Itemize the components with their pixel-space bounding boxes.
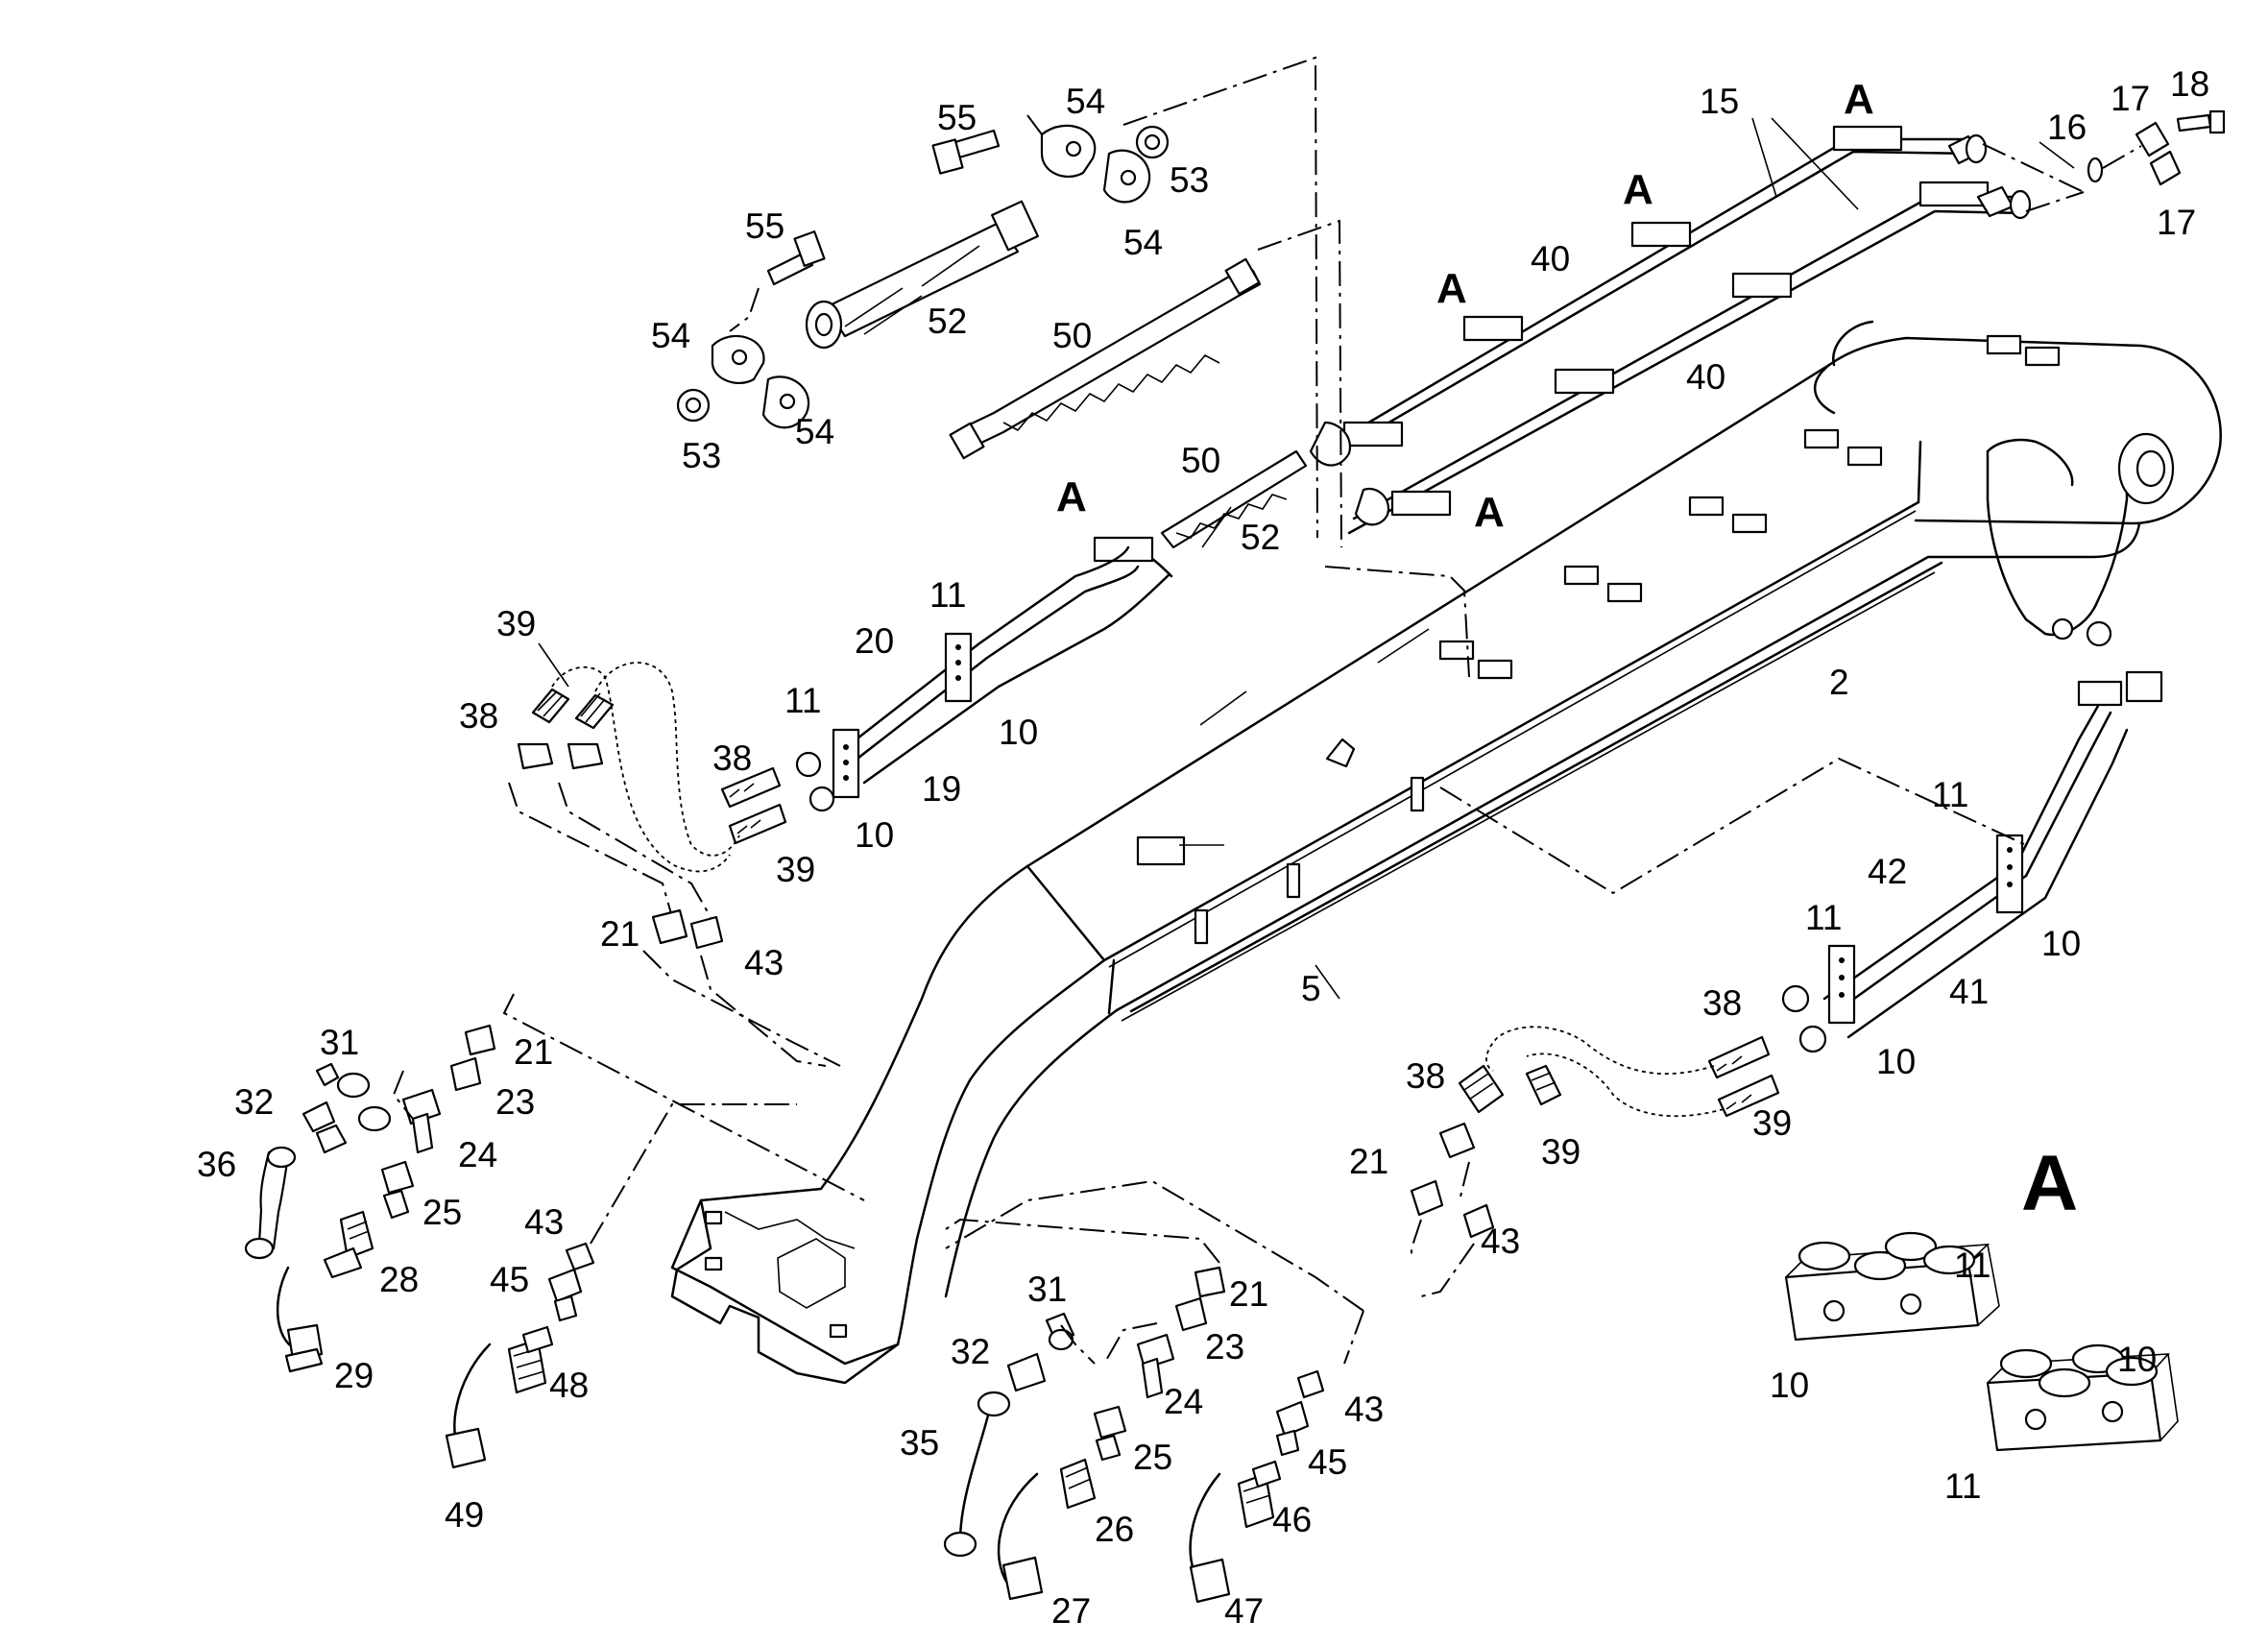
callout-25: 25 xyxy=(422,1193,462,1232)
detail-view-A-clamp xyxy=(1784,1231,2179,1452)
callout-31: 31 xyxy=(1027,1270,1067,1309)
callout-labels: 55 54 53 54 55 52 54 53 54 50 50 52 15 4… xyxy=(197,64,2209,1631)
callout-10: 10 xyxy=(2117,1340,2157,1379)
section-A-markers: A A A A A A xyxy=(1056,76,2078,1227)
callout-36: 36 xyxy=(197,1145,236,1184)
callout-45: 45 xyxy=(490,1260,529,1299)
callout-10: 10 xyxy=(2041,924,2081,963)
callout-24: 24 xyxy=(1164,1382,1203,1421)
callout-46: 46 xyxy=(1272,1500,1312,1539)
callout-53: 53 xyxy=(682,436,721,475)
callout-11: 11 xyxy=(1932,775,1968,814)
leader-lines xyxy=(538,117,2075,1000)
callout-54: 54 xyxy=(1066,82,1105,121)
callout-10: 10 xyxy=(855,815,894,855)
callout-52: 52 xyxy=(928,302,967,341)
callout-55: 55 xyxy=(745,206,784,246)
center-lower-hose-assembly xyxy=(943,1218,1226,1601)
callout-47: 47 xyxy=(1224,1591,1264,1631)
callout-39: 39 xyxy=(496,604,536,643)
callout-15: 15 xyxy=(1700,82,1739,121)
callout-28: 28 xyxy=(379,1260,419,1299)
hose-and-fitting-group xyxy=(676,56,1470,678)
callout-11: 11 xyxy=(1805,898,1842,937)
callout-32: 32 xyxy=(951,1332,990,1371)
callout-23: 23 xyxy=(1205,1327,1244,1367)
callout-24: 24 xyxy=(458,1135,497,1174)
callout-20: 20 xyxy=(855,621,894,661)
callout-17: 17 xyxy=(2111,79,2150,118)
callout-10: 10 xyxy=(1876,1042,1916,1081)
callout-19: 19 xyxy=(922,769,961,809)
callout-21: 21 xyxy=(514,1032,553,1072)
callout-10: 10 xyxy=(1770,1366,1809,1405)
callout-2: 2 xyxy=(1829,663,1849,702)
callout-32: 32 xyxy=(234,1082,274,1122)
callout-5: 5 xyxy=(1301,969,1321,1008)
callout-50: 50 xyxy=(1052,316,1092,355)
detail-view-title: A xyxy=(2021,1140,2078,1227)
callout-43: 43 xyxy=(744,943,784,982)
callout-42: 42 xyxy=(1868,852,1907,891)
callout-43: 43 xyxy=(1481,1222,1520,1261)
callout-16: 16 xyxy=(2047,108,2087,147)
callout-43: 43 xyxy=(1344,1390,1384,1429)
callout-45: 45 xyxy=(1308,1442,1347,1482)
callout-18: 18 xyxy=(2170,64,2209,104)
callout-11: 11 xyxy=(784,681,821,720)
callout-48: 48 xyxy=(549,1366,589,1405)
left-pipes-19-20 xyxy=(508,545,1171,1067)
callout-54: 54 xyxy=(1123,223,1163,262)
left-lower-hose-43-49 xyxy=(445,1103,797,1469)
callout-39: 39 xyxy=(1541,1132,1580,1172)
callout-43: 43 xyxy=(524,1202,564,1242)
callout-11: 11 xyxy=(1954,1246,1991,1285)
callout-41: 41 xyxy=(1949,972,1989,1011)
pipe-clamp-blocks xyxy=(1093,125,1990,563)
callout-40: 40 xyxy=(1531,239,1570,278)
boom-clip-pads xyxy=(1438,334,2061,680)
section-marker-A: A xyxy=(1436,265,1467,312)
callout-27: 27 xyxy=(1051,1591,1091,1631)
callout-21: 21 xyxy=(1229,1274,1268,1314)
callout-55: 55 xyxy=(937,98,977,137)
callout-49: 49 xyxy=(445,1495,484,1535)
callout-25: 25 xyxy=(1133,1438,1172,1477)
upper-hydraulic-pipes xyxy=(1093,109,2226,578)
callout-21: 21 xyxy=(1349,1142,1388,1181)
right-pipes-41-42 xyxy=(1410,670,2163,1297)
callout-39: 39 xyxy=(1752,1103,1792,1143)
callout-29: 29 xyxy=(334,1356,374,1395)
section-marker-A: A xyxy=(1623,166,1653,213)
callout-23: 23 xyxy=(495,1082,535,1122)
left-lower-hose-assembly xyxy=(244,993,865,1373)
callout-38: 38 xyxy=(712,738,752,778)
section-marker-A: A xyxy=(1474,489,1505,536)
callout-26: 26 xyxy=(1095,1510,1134,1549)
callout-52: 52 xyxy=(1241,518,1280,557)
callout-11: 11 xyxy=(1944,1466,1981,1506)
callout-53: 53 xyxy=(1170,160,1209,200)
callout-35: 35 xyxy=(900,1423,939,1463)
callout-38: 38 xyxy=(1406,1056,1445,1096)
callout-54: 54 xyxy=(651,316,690,355)
callout-50: 50 xyxy=(1181,441,1220,480)
callout-10: 10 xyxy=(999,713,1038,752)
section-marker-A: A xyxy=(1844,76,1874,123)
center-lower-hose-43-47 xyxy=(945,1179,1364,1604)
callout-40: 40 xyxy=(1686,357,1725,397)
callout-31: 31 xyxy=(320,1023,359,1062)
callout-38: 38 xyxy=(1702,983,1742,1023)
callout-54: 54 xyxy=(795,412,834,451)
boom-structure xyxy=(670,320,2222,1385)
callout-21: 21 xyxy=(600,914,639,954)
callout-38: 38 xyxy=(459,696,498,736)
section-marker-A: A xyxy=(1056,473,1087,520)
callout-39: 39 xyxy=(776,850,815,889)
callout-11: 11 xyxy=(929,575,966,615)
callout-17: 17 xyxy=(2157,203,2196,242)
